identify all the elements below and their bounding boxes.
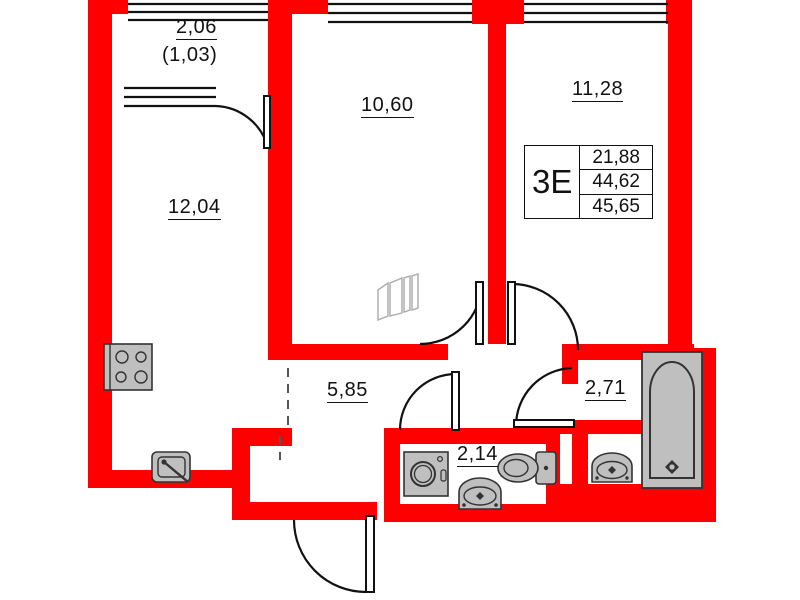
area-with-balcony: 45,65 xyxy=(592,195,640,217)
washing-machine-icon xyxy=(403,451,449,497)
room-label-bedroom-1: 10,60 xyxy=(361,94,414,118)
room-label-bathroom-wc: 2,14 xyxy=(457,443,498,467)
room-label-hallway: 5,85 xyxy=(327,379,368,403)
wall-bath-top-nib xyxy=(562,344,578,384)
wall-hall-vert-left xyxy=(232,428,250,520)
door-wc-to-hall xyxy=(398,371,460,431)
walls xyxy=(88,0,716,522)
window-bedroom-2 xyxy=(524,2,668,24)
bathtub-icon xyxy=(641,351,703,489)
door-bath-to-hall xyxy=(513,366,575,428)
fixtures xyxy=(103,273,703,510)
room-label-bathroom-main: 2,71 xyxy=(585,377,626,401)
wall-balcony-left xyxy=(88,0,112,92)
area-total: 44,62 xyxy=(580,170,652,195)
dashed-opening-marker xyxy=(279,368,289,460)
wall-bedroom1-bedroom2 xyxy=(488,14,506,344)
apartment-info-stamp: 3E 21,88 44,62 45,65 xyxy=(524,145,653,219)
wall-wc-left xyxy=(384,428,400,520)
wall-hall-bottom-left xyxy=(232,502,377,520)
wall-left-outer xyxy=(88,88,112,488)
bathroom-sink-icon xyxy=(591,452,633,483)
apartment-area-values: 21,88 44,62 45,65 xyxy=(579,146,652,218)
wall-wc-bottom xyxy=(384,504,704,522)
apartment-type-code: 3E xyxy=(532,162,573,200)
kitchen-stove-icon xyxy=(103,343,153,391)
window-bedroom-1 xyxy=(328,2,472,24)
window-balcony-top xyxy=(128,2,268,22)
room-label-balcony: 2,06 xyxy=(176,16,217,40)
room-label-living-room: 12,04 xyxy=(168,196,221,220)
windows xyxy=(124,2,668,108)
kitchen-sink-icon xyxy=(151,451,191,483)
room-label-balcony-secondary: (1,03) xyxy=(162,44,218,66)
wall-wc-top xyxy=(384,428,560,444)
door-balcony-to-living xyxy=(215,95,271,149)
window-balcony-bottom xyxy=(124,86,216,108)
area-living: 21,88 xyxy=(580,146,652,171)
wall-balcony-nib-left xyxy=(112,0,128,14)
wall-bath-corridor xyxy=(560,484,704,504)
door-bedroom-2-to-hall xyxy=(507,281,580,351)
wc-sink-icon xyxy=(458,477,502,510)
wall-top-seg-1 xyxy=(268,0,328,14)
wall-bedroom1-bottom xyxy=(268,344,448,360)
wall-right-outer xyxy=(668,0,692,356)
wall-living-bedroom1 xyxy=(268,100,292,360)
door-bedroom-1-to-hall xyxy=(419,281,484,346)
doors xyxy=(215,95,580,594)
room-label-bedroom-2: 11,28 xyxy=(572,78,624,102)
ventilation-shaft-icon xyxy=(377,273,419,322)
toilet-icon xyxy=(497,451,557,485)
door-entrance xyxy=(292,515,375,594)
wall-balcony-right-nib xyxy=(268,78,292,100)
